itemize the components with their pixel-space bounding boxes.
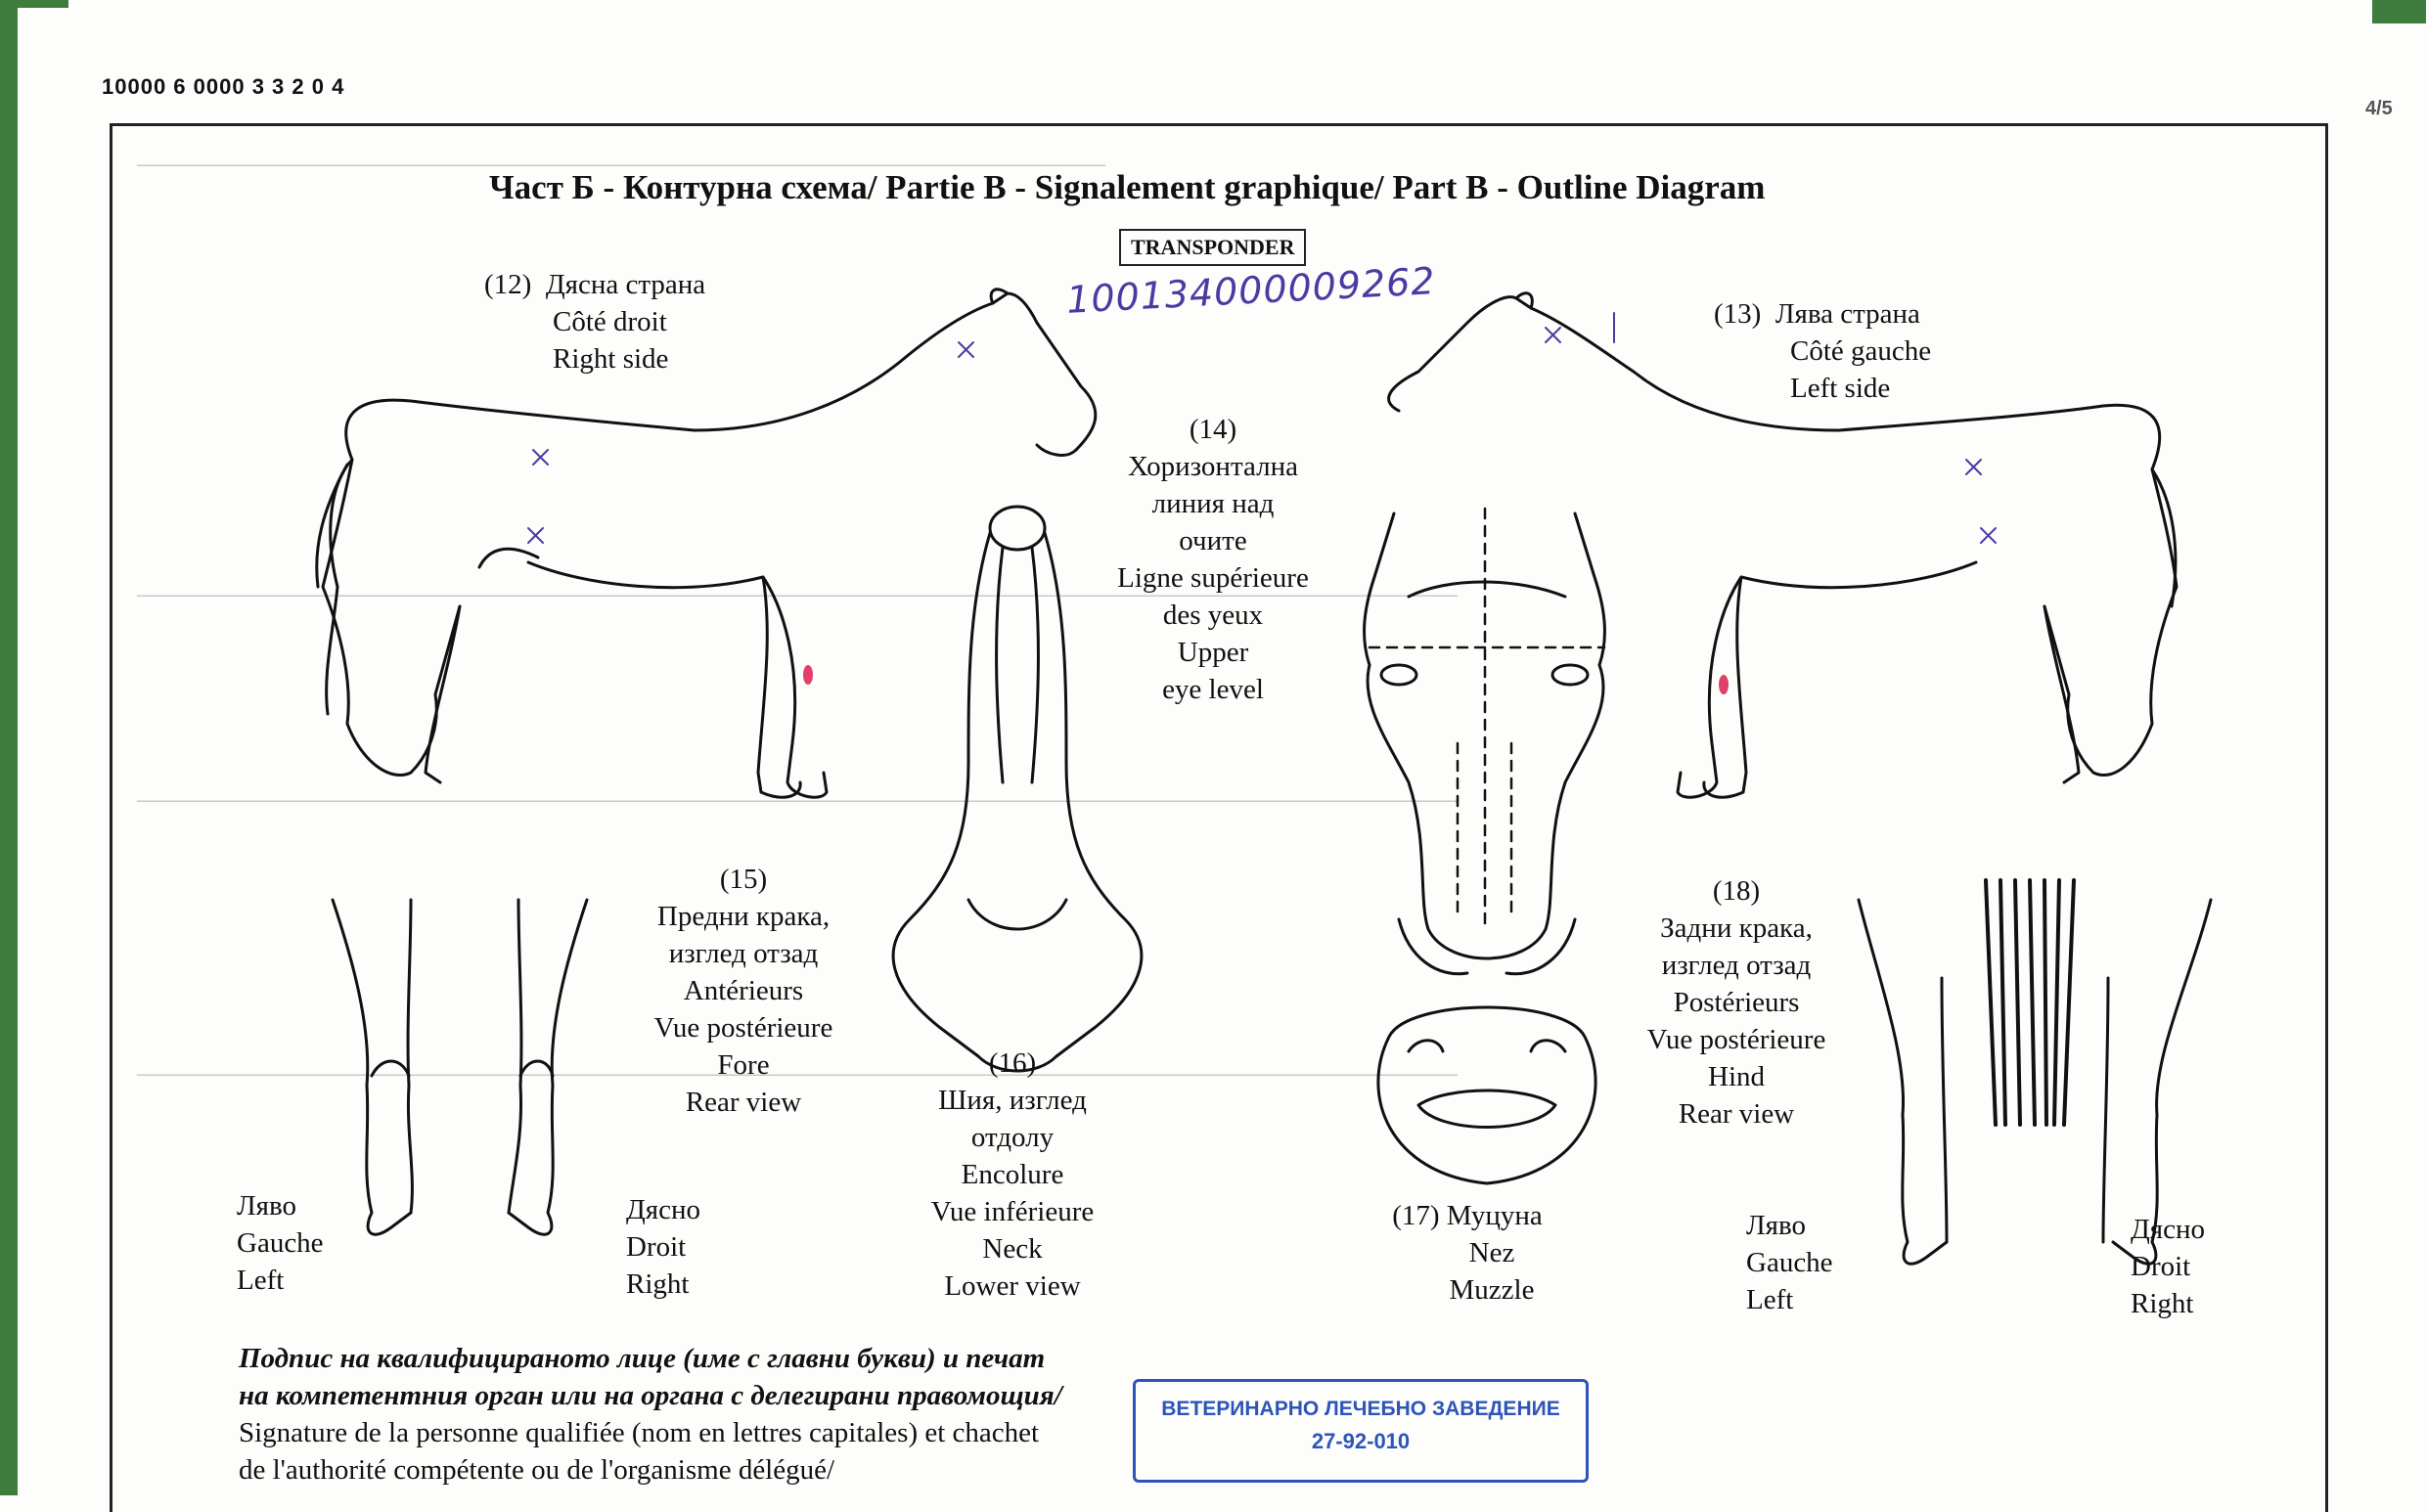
label-bg: изглед отзад xyxy=(668,938,819,969)
label-number: (15) xyxy=(719,864,768,895)
signature-line: на компетентния орган или на органа с де… xyxy=(239,1380,1062,1411)
label-en: Left xyxy=(237,1265,285,1296)
label-en: Neck xyxy=(982,1233,1043,1265)
label-fore-right: Дясно Droit Right xyxy=(626,1191,700,1303)
label-en: Lower view xyxy=(944,1270,1081,1302)
muzzle-outline xyxy=(1376,1005,1597,1185)
document-code: 10000 6 0000 3 3 2 0 4 xyxy=(102,74,345,99)
label-en: Left xyxy=(1746,1284,1794,1315)
edge-stripe-corner xyxy=(2372,0,2426,23)
label-number: (13) xyxy=(1714,298,1762,330)
label-bg: линия над xyxy=(1151,488,1275,519)
label-hind-legs: (18) Задни крака, изглед отзад Postérieu… xyxy=(1619,872,1854,1133)
label-fr: Antérieurs xyxy=(683,975,804,1006)
show-through-text: ————————————————————————————————————————… xyxy=(137,1056,1458,1089)
show-through-text: ————————————————————————————————————————… xyxy=(137,577,1458,609)
label-neck: (16) Шия, изглед отдолу Encolure Vue inf… xyxy=(895,1045,1130,1305)
label-left-side: (13) Лява страна Côté gauche Left side xyxy=(1714,295,1931,407)
label-bg: Предни крака, xyxy=(656,901,831,932)
label-fr: Côté gauche xyxy=(1790,335,1932,367)
official-stamp: ВЕТЕРИНАРНО ЛЕЧЕБНО ЗАВЕДЕНИЕ 27-92-010 xyxy=(1133,1379,1589,1483)
label-right-side: (12) Дясна страна Côté droit Right side xyxy=(484,266,705,378)
fore-legs-outline xyxy=(331,898,589,1236)
label-fr: des yeux xyxy=(1162,600,1264,631)
label-fr: Encolure xyxy=(961,1159,1064,1190)
label-fr: Droit xyxy=(626,1231,687,1263)
signature-line: Signature de la personne qualifiée (nom … xyxy=(239,1417,1040,1448)
label-en: Muzzle xyxy=(1449,1274,1535,1306)
label-bg: Муцуна xyxy=(1446,1200,1543,1231)
label-bg: отдолу xyxy=(970,1122,1055,1153)
label-en: Rear view xyxy=(1678,1098,1795,1130)
signature-line: Подпис на квалифицираното лице (име с гл… xyxy=(239,1343,1046,1374)
label-muzzle: (17) Муцуна Nez Muzzle xyxy=(1340,1197,1595,1309)
label-en: Fore xyxy=(717,1049,770,1081)
stamp-line: 27-92-010 xyxy=(1311,1429,1411,1453)
label-fr: Côté droit xyxy=(553,306,667,337)
label-fr: Vue inférieure xyxy=(930,1196,1095,1227)
label-bg: Задни крака, xyxy=(1660,912,1813,944)
label-hind-left: Ляво Gauche Left xyxy=(1746,1207,1833,1318)
head-front-view-outline xyxy=(1363,511,1606,976)
edge-stripe-top xyxy=(0,0,68,8)
label-bg: Дясно xyxy=(626,1194,701,1225)
label-fr: Gauche xyxy=(1746,1247,1833,1278)
label-fr: Droit xyxy=(2131,1251,2191,1282)
transponder-label: TRANSPONDER xyxy=(1119,229,1307,266)
label-fr: Vue postérieure xyxy=(1646,1024,1826,1055)
label-number: (17) xyxy=(1392,1200,1440,1231)
label-number: (18) xyxy=(1712,875,1761,907)
page-title: Част Б - Контурна схема/ Partie B - Sign… xyxy=(489,168,1766,206)
label-en: Right side xyxy=(553,343,669,375)
label-fr: Ligne supérieure xyxy=(1117,562,1309,594)
hind-legs-outline xyxy=(1857,898,2213,1266)
label-bg: Шия, изглед xyxy=(938,1085,1087,1116)
label-bg: очите xyxy=(1179,525,1247,556)
show-through-text: ————————————————————————————————— xyxy=(137,147,1105,179)
edge-stripe xyxy=(0,0,18,1495)
label-eye-level: (14) Хоризонтална линия над очите Ligne … xyxy=(1096,411,1330,708)
label-bg: Дясно xyxy=(2131,1214,2206,1245)
label-hind-right: Дясно Droit Right xyxy=(2131,1211,2205,1322)
stamp-line: ВЕТЕРИНАРНО ЛЕЧЕБНО ЗАВЕДЕНИЕ xyxy=(1161,1398,1560,1420)
label-bg: Ляво xyxy=(237,1190,297,1222)
hind-tail xyxy=(1984,878,2076,1127)
label-bg: изглед отзад xyxy=(1661,950,1812,981)
label-number: (12) xyxy=(484,269,532,300)
label-fr: Nez xyxy=(1468,1237,1515,1268)
neck-lower-view-outline xyxy=(891,505,1144,1073)
show-through-text: ————————————————————————————————————————… xyxy=(137,782,1458,815)
label-en: Hind xyxy=(1708,1061,1765,1092)
label-fore-left: Ляво Gauche Left xyxy=(237,1187,324,1299)
label-en: eye level xyxy=(1162,674,1264,705)
label-en: Right xyxy=(626,1268,690,1300)
label-number: (16) xyxy=(988,1047,1037,1079)
label-fr: Gauche xyxy=(237,1227,324,1259)
page-number: 4/5 xyxy=(2365,98,2393,119)
label-bg: Ляво xyxy=(1746,1210,1807,1241)
horse-left-side-outline xyxy=(1387,291,2179,799)
label-bg: Хоризонтална xyxy=(1128,451,1298,482)
label-fore-legs: (15) Предни крака, изглед отзад Antérieu… xyxy=(626,861,861,1121)
label-number: (14) xyxy=(1189,414,1237,445)
horse-right-side-outline xyxy=(315,288,1098,799)
label-en: Left side xyxy=(1790,373,1891,404)
signature-line: de l'authorité compétente ou de l'organi… xyxy=(239,1454,835,1486)
label-fr: Vue postérieure xyxy=(653,1012,833,1044)
label-en: Right xyxy=(2131,1288,2194,1319)
label-en: Upper xyxy=(1177,637,1249,668)
signature-block: Подпис на квалифицираното лице (име с гл… xyxy=(239,1340,1062,1489)
label-bg: Лява страна xyxy=(1775,298,1920,330)
label-bg: Дясна страна xyxy=(545,269,706,300)
diagram-frame xyxy=(110,123,2328,1512)
label-en: Rear view xyxy=(685,1087,802,1118)
label-fr: Postérieurs xyxy=(1673,987,1800,1018)
